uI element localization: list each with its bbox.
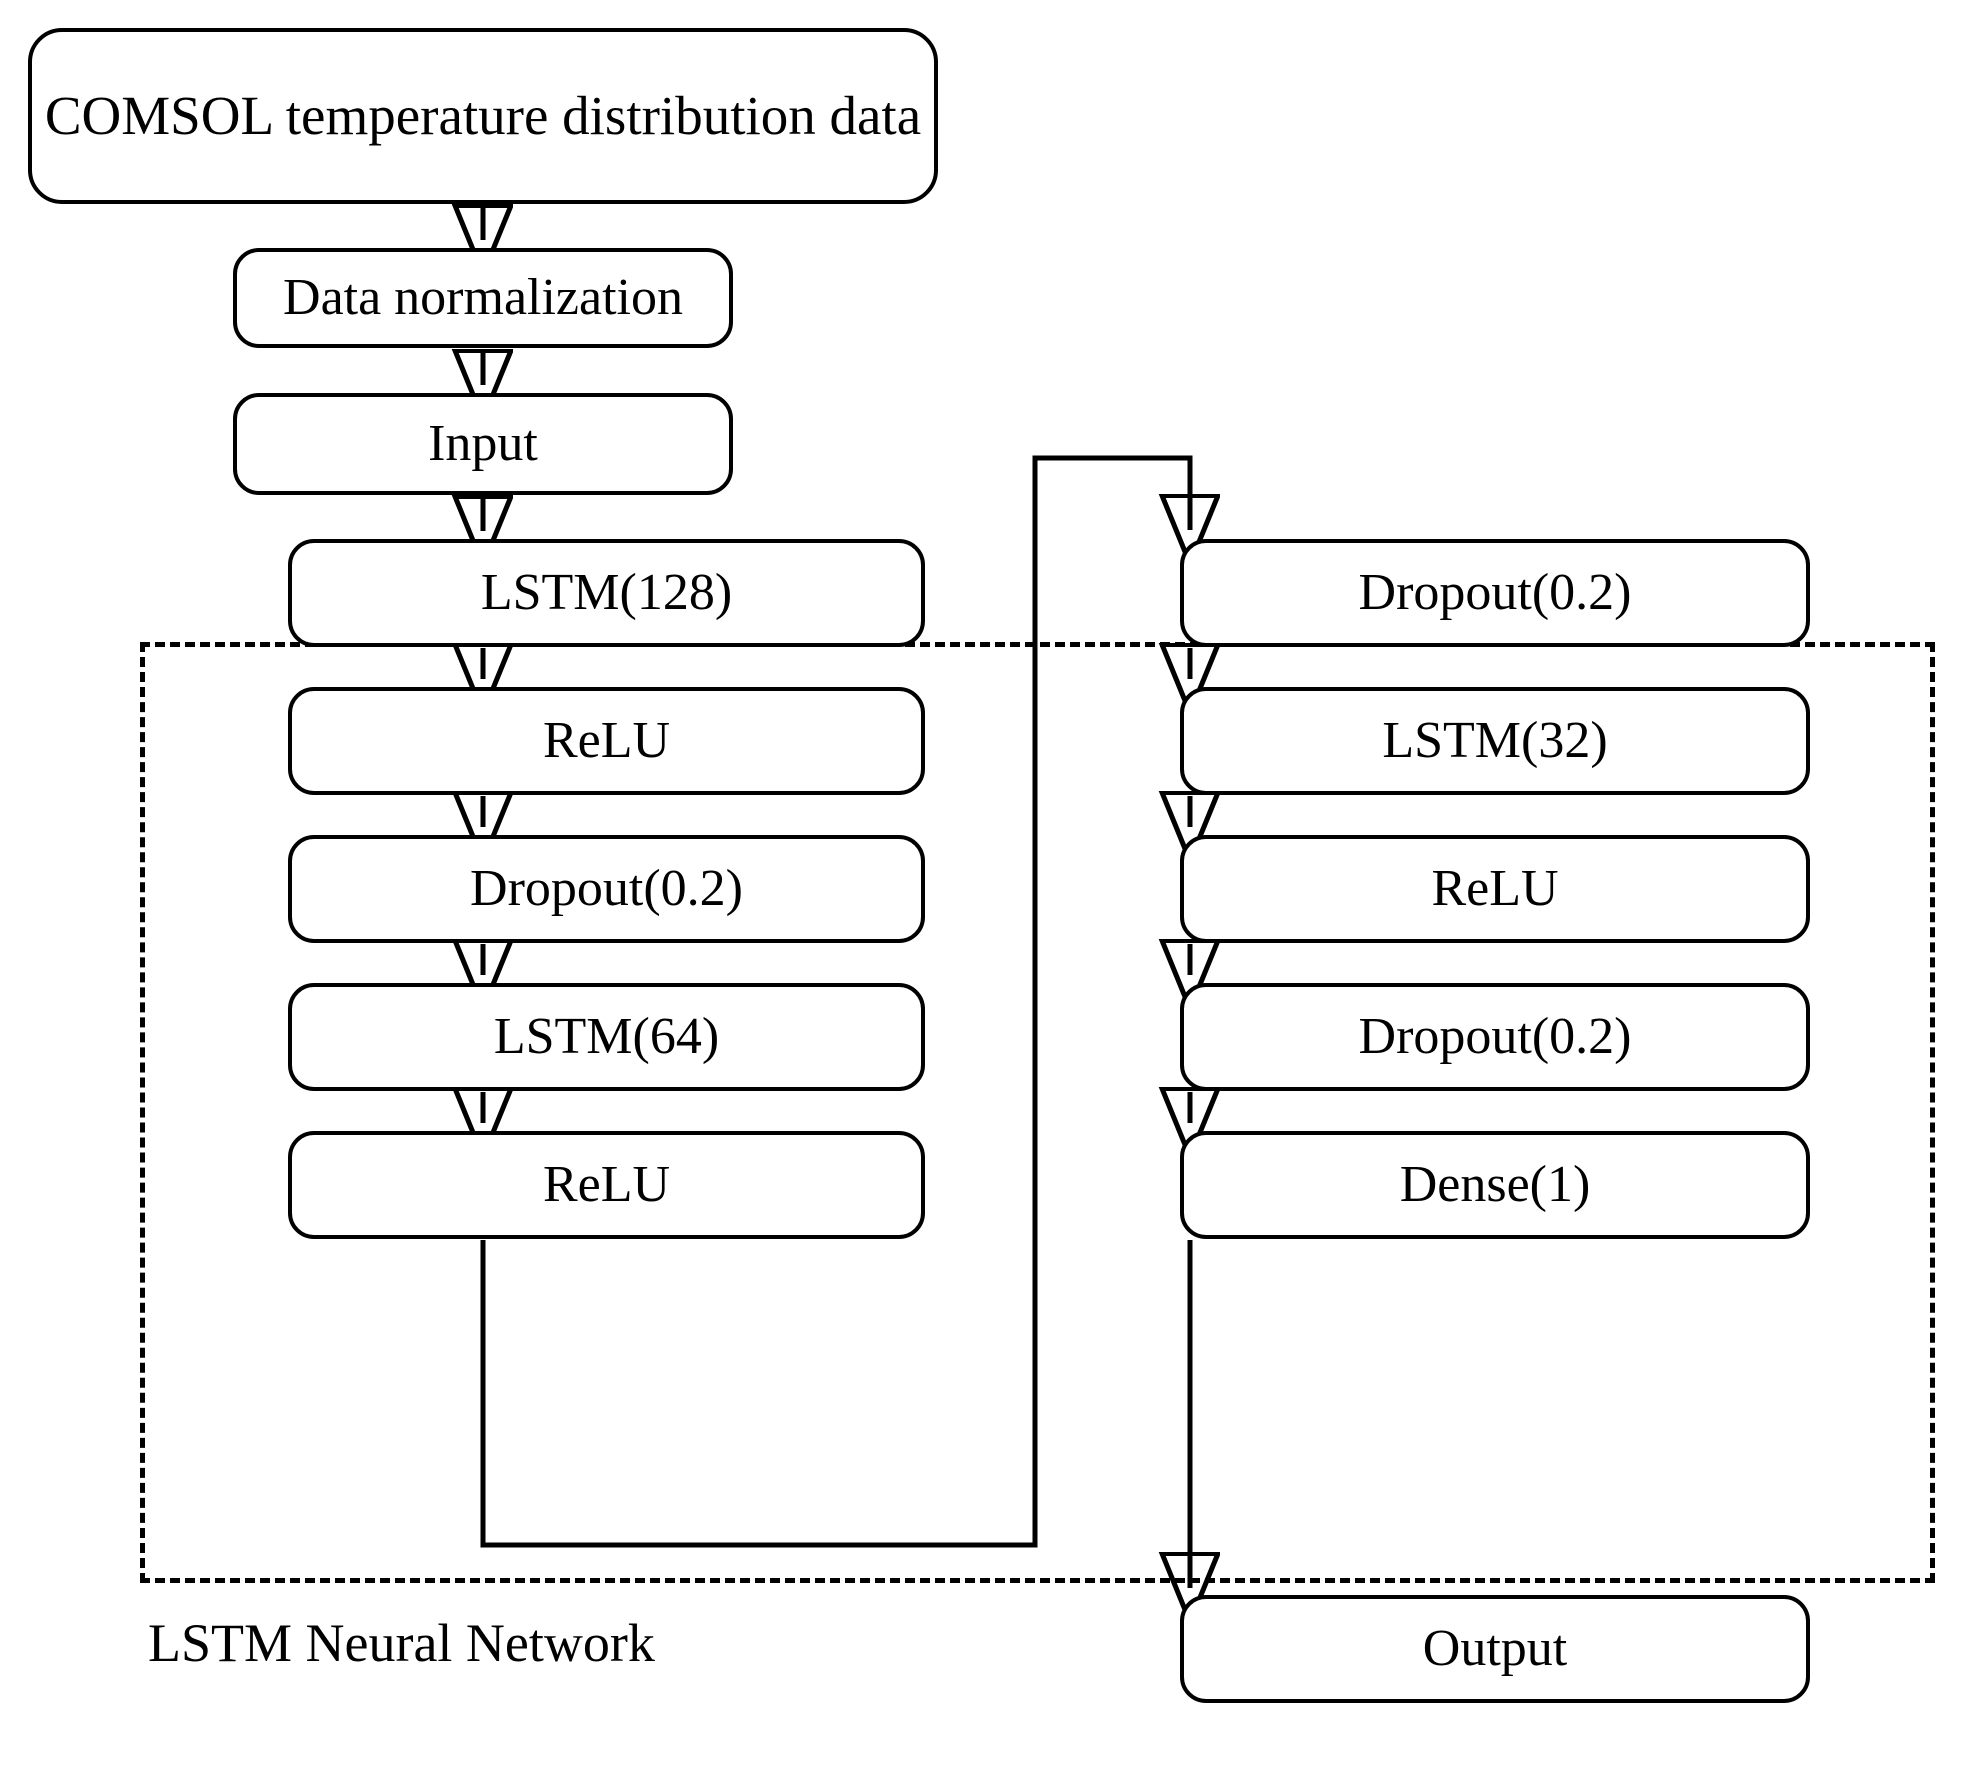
- node-input-label: Input: [428, 415, 538, 473]
- node-relu-3[interactable]: ReLU: [1180, 835, 1810, 943]
- node-dropout-1[interactable]: Dropout(0.2): [288, 835, 925, 943]
- node-relu-3-label: ReLU: [1431, 860, 1559, 918]
- node-dropout-2[interactable]: Dropout(0.2): [1180, 539, 1810, 647]
- node-dropout-3-label: Dropout(0.2): [1358, 1008, 1632, 1066]
- lstm-group-label: LSTM Neural Network: [148, 1613, 655, 1673]
- node-relu-1-label: ReLU: [542, 712, 671, 770]
- node-input[interactable]: Input: [233, 393, 733, 495]
- node-dropout-2-label: Dropout(0.2): [1358, 564, 1632, 622]
- node-lstm-128[interactable]: LSTM(128): [288, 539, 925, 647]
- node-dense-1[interactable]: Dense(1): [1180, 1131, 1810, 1239]
- node-lstm-32-label: LSTM(32): [1382, 712, 1608, 770]
- node-comsol-data-label: COMSOL temperature distribution data: [44, 84, 922, 146]
- node-lstm-64-label: LSTM(64): [493, 1008, 720, 1066]
- node-dense-1-label: Dense(1): [1399, 1156, 1591, 1214]
- node-relu-2-label: ReLU: [542, 1156, 671, 1214]
- node-output[interactable]: Output: [1180, 1595, 1810, 1703]
- node-lstm-128-label: LSTM(128): [480, 564, 733, 622]
- node-output-label: Output: [1422, 1620, 1568, 1678]
- node-lstm-64[interactable]: LSTM(64): [288, 983, 925, 1091]
- node-data-normalization-label: Data normalization: [283, 269, 683, 327]
- node-lstm-32[interactable]: LSTM(32): [1180, 687, 1810, 795]
- node-relu-1[interactable]: ReLU: [288, 687, 925, 795]
- node-dropout-1-label: Dropout(0.2): [470, 860, 743, 918]
- node-dropout-3[interactable]: Dropout(0.2): [1180, 983, 1810, 1091]
- node-data-normalization[interactable]: Data normalization: [233, 248, 733, 348]
- node-relu-2[interactable]: ReLU: [288, 1131, 925, 1239]
- node-comsol-data[interactable]: COMSOL temperature distribution data: [28, 28, 938, 204]
